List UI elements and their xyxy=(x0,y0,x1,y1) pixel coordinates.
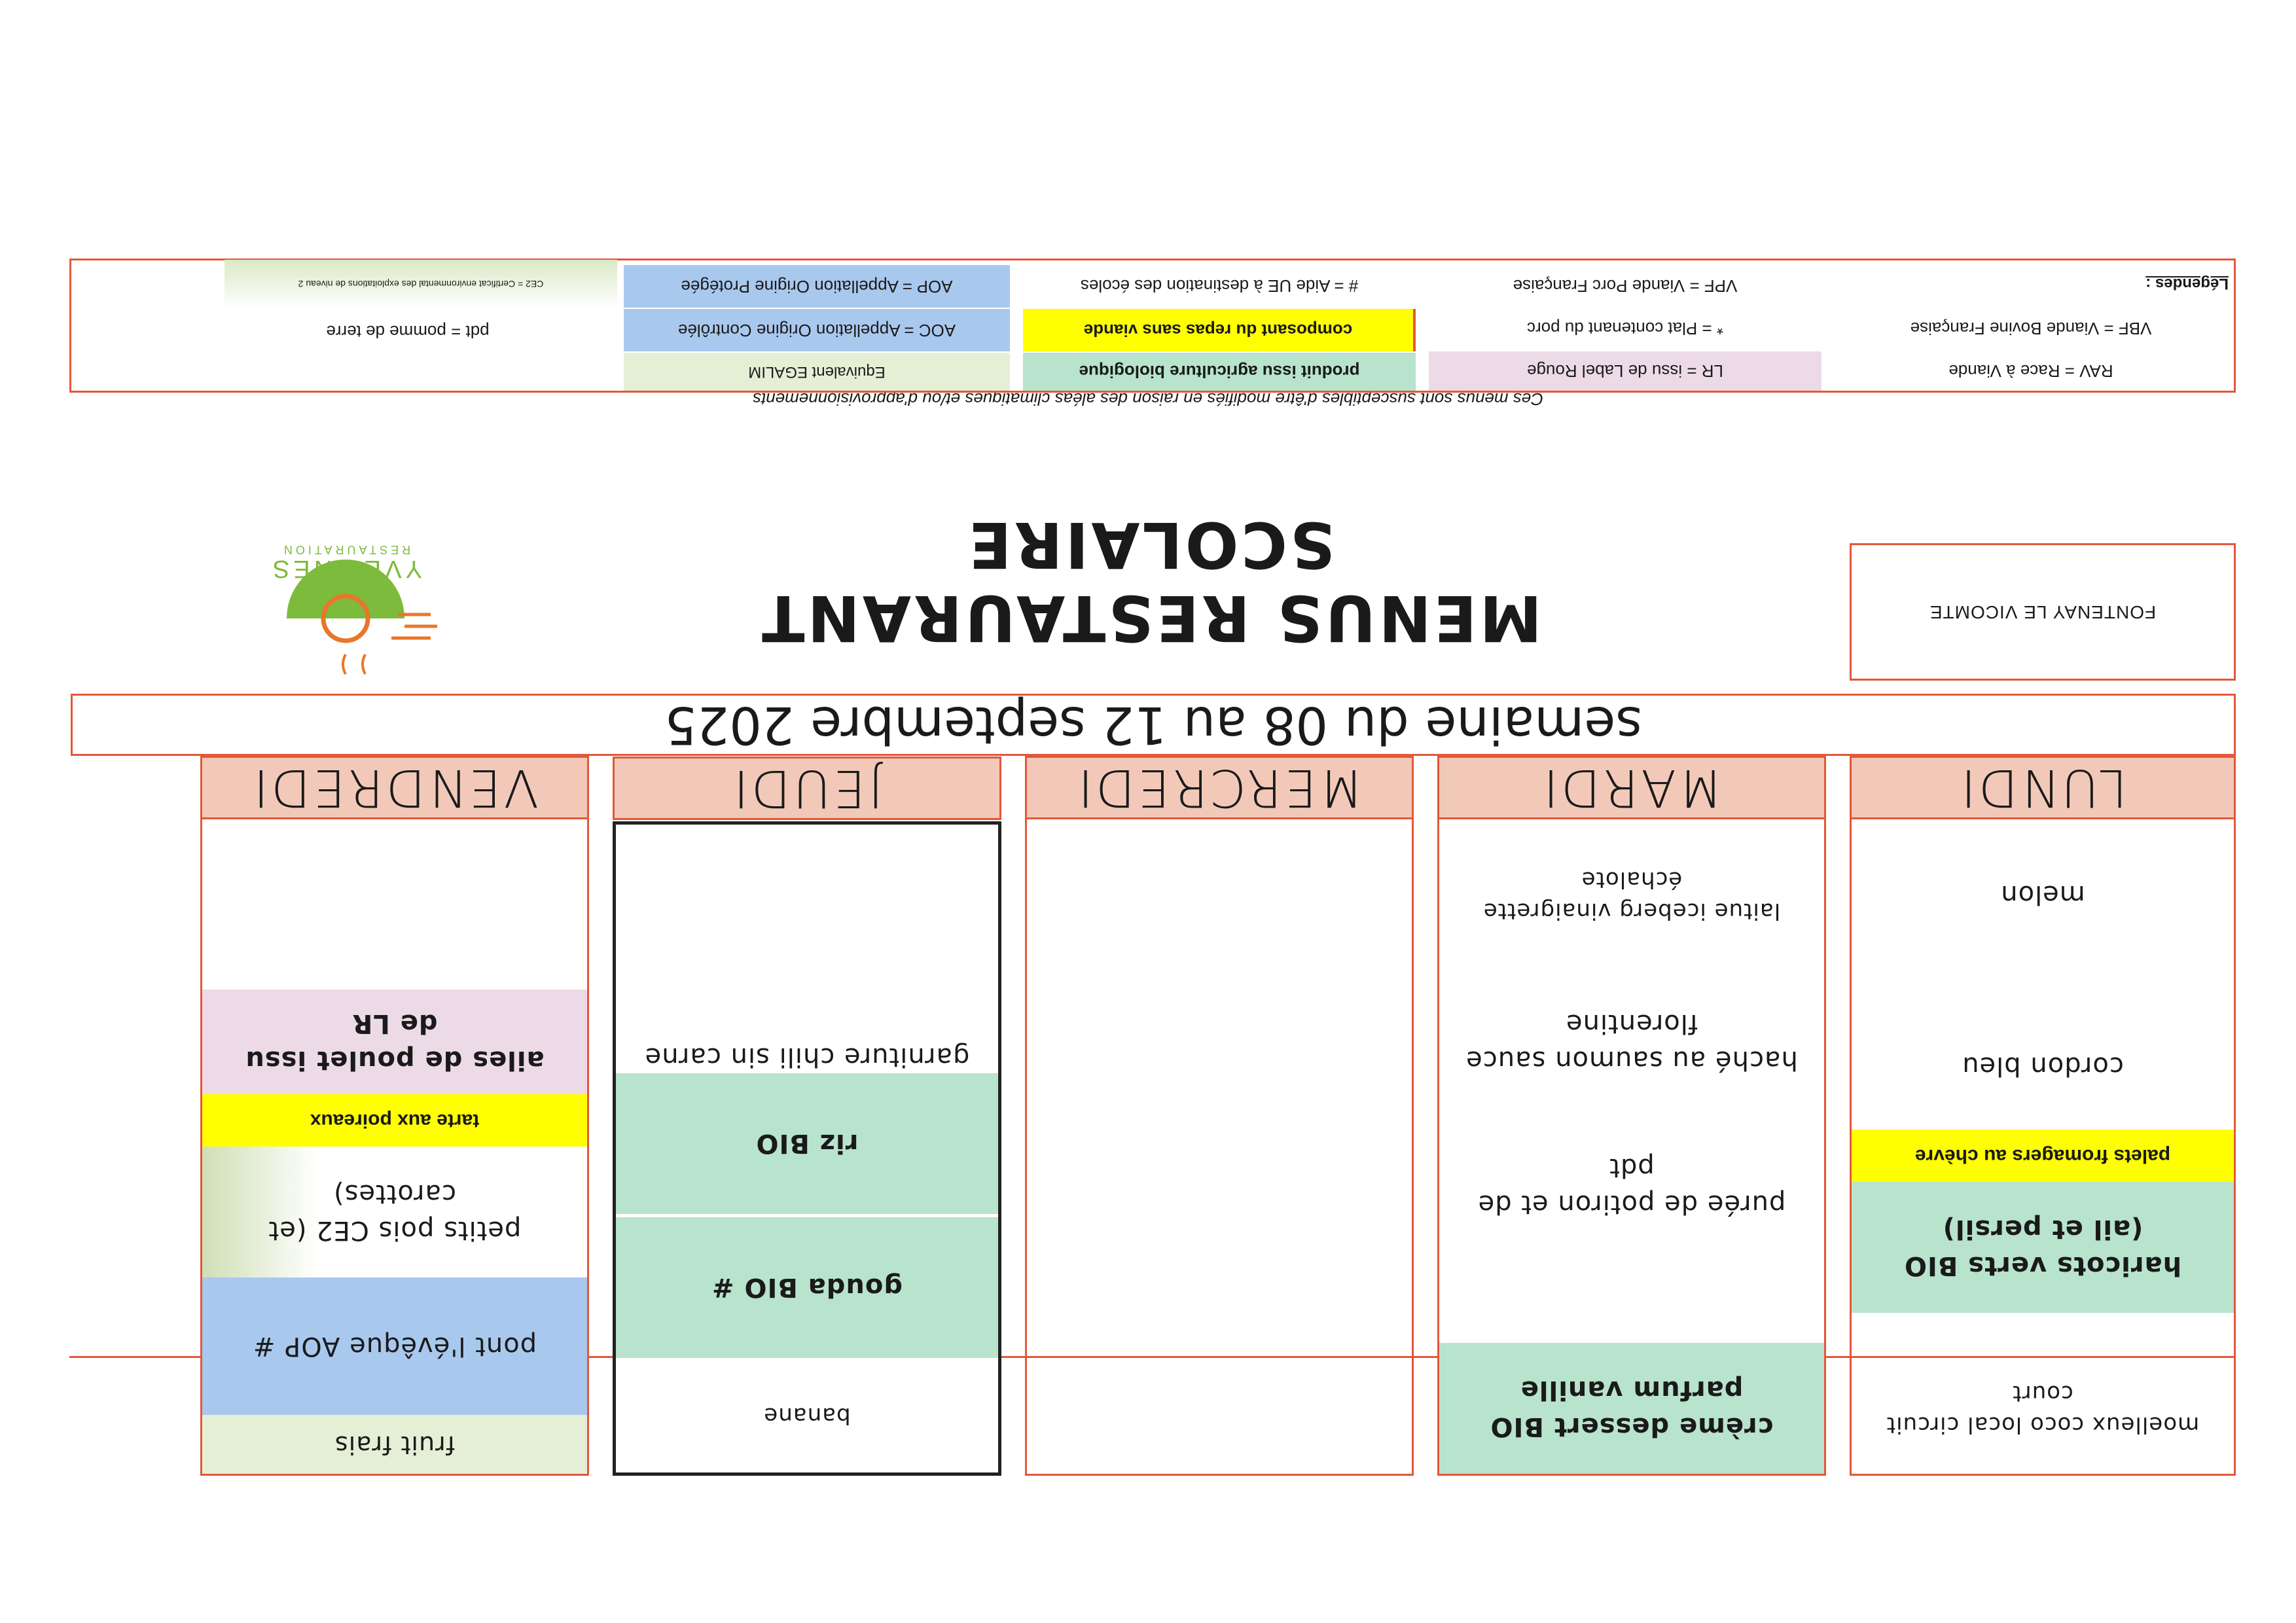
legend-item: # = Aide UE à destination des écoles xyxy=(1080,276,1359,296)
day-column-vendredi: VENDREDI ailes de poulet issu de LR tart… xyxy=(200,756,589,1476)
menu-item: laitue iceberg vinaigrette échalote xyxy=(1482,866,1781,924)
page-title: MENUS RESTAURANT SCOLAIRE xyxy=(759,508,1542,654)
menu-item-bio: haricots verts BIO (ail et persil) xyxy=(1852,1182,2234,1313)
school-box: FONTENAY LE VICOMTE xyxy=(1850,543,2236,681)
legend-item-bio: produit issu agriculture biologique xyxy=(1023,353,1416,391)
menu-item: moelleux coco local circuit court xyxy=(1886,1380,2200,1438)
menu-item-label-rouge: ailes de poulet issu de LR xyxy=(202,990,587,1094)
menu-item: haché au saumon sauce florentine xyxy=(1465,1008,1798,1075)
legend: Légendes : RAV = Race à Viande VBF = Via… xyxy=(69,259,2236,393)
legend-item-aoc: AOC = Appellation Origine Contrôlée xyxy=(624,309,1010,351)
day-column-lundi: LUNDI melon cordon bleu palets fromagers… xyxy=(1850,756,2236,1476)
legend-item: * = Plat contenant du porc xyxy=(1527,319,1723,339)
legend-item-meatless: composant du repas sans viande xyxy=(1023,309,1416,351)
menu-item-meatless: palets fromagers au chèvre xyxy=(1852,1130,2234,1182)
yvelines-restauration-logo-icon xyxy=(287,560,437,675)
legend-title: Légendes : xyxy=(2145,275,2229,293)
menu-item: melon xyxy=(2000,880,2085,910)
week-title: semaine du 08 au 12 septembre 2025 xyxy=(71,694,2236,756)
logo-text-2: RESTAURATION xyxy=(280,543,411,556)
menu-item: fruit frais xyxy=(202,1415,587,1474)
legend-item-ce2: CE2 = Certificat environmental des explo… xyxy=(224,260,617,309)
day-header-mercredi: MERCREDI xyxy=(1027,756,1412,819)
menu-item-meatless: tarte aux poireaux xyxy=(202,1094,587,1147)
day-header-lundi: LUNDI xyxy=(1852,756,2234,819)
menu-item-aop: pont l'évêque AOP # xyxy=(202,1277,587,1415)
day-header-vendredi: VENDREDI xyxy=(202,756,587,819)
menu-item: banane xyxy=(763,1402,851,1429)
menu-item: purée de potiron et de pdt xyxy=(1477,1152,1786,1219)
legend-item-label-rouge: LR = issu de Label Rouge xyxy=(1429,351,1821,391)
logo: YVELINES RESTAURATION xyxy=(247,543,444,717)
legend-item: VBF = Viande Bovine Française xyxy=(1910,319,2152,339)
logo-text-1: YVELINES xyxy=(269,555,422,582)
day-header-mardi: MARDI xyxy=(1439,756,1824,819)
legend-item: VPF = Viande Porc Française xyxy=(1513,276,1738,296)
legend-item: pdt = pomme de terre xyxy=(326,322,490,342)
day-column-mardi: MARDI laitue iceberg vinaigrette échalot… xyxy=(1437,756,1826,1476)
day-column-jeudi: JEUDI garniture chili sin carne riz BIO … xyxy=(613,756,1001,1476)
day-column-mercredi: MERCREDI xyxy=(1025,756,1414,1476)
menu-item-bio: riz BIO xyxy=(616,1073,998,1214)
day-header-jeudi: JEUDI xyxy=(613,757,1001,820)
legend-item-aop: AOP = Appellation Origine Protégée xyxy=(624,265,1010,308)
menu-item-bio: gouda BIO # xyxy=(616,1217,998,1358)
legend-item-egalim: Equivalent EGALIM xyxy=(624,353,1010,391)
menu-item-egalim: petits pois CE2 (et carottes) xyxy=(202,1147,587,1277)
school-name: FONTENAY LE VICOMTE xyxy=(1929,602,2157,622)
legend-item: RAV = Race à Viande xyxy=(1948,361,2113,382)
menu-item-bio: crème dessert BIO parfum vanille xyxy=(1439,1343,1824,1474)
menu-item: cordon bleu xyxy=(1962,1051,2124,1082)
